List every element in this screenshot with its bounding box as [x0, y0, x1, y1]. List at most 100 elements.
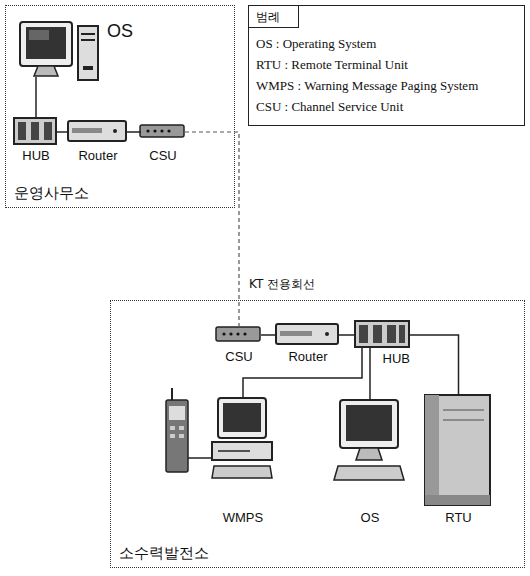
device-label: OS — [107, 21, 133, 42]
hub-icon-part — [31, 122, 39, 140]
pager-icon-part — [170, 426, 175, 430]
device-node: HUB — [356, 322, 410, 348]
device-node: Router — [277, 325, 339, 345]
router-icon-part — [276, 324, 338, 344]
rtu-cabinet — [425, 395, 490, 505]
router-icon-part — [68, 121, 126, 141]
pager-icon-part — [179, 434, 184, 438]
device-label: CSU — [225, 350, 252, 365]
network-link — [339, 334, 356, 336]
csu-icon-part — [167, 129, 170, 132]
network-link — [243, 348, 362, 399]
csu-icon-part — [146, 129, 149, 132]
device-label: Router — [78, 149, 117, 164]
network-link — [127, 131, 141, 133]
hub-icon — [14, 118, 56, 144]
rtu-cabinet-part — [443, 409, 484, 411]
computer-icon-part — [29, 30, 49, 40]
device-node: CSU — [217, 328, 261, 342]
csu-icon-part — [216, 327, 260, 341]
computer-icon-part — [83, 66, 93, 70]
hub-icon-part — [387, 325, 396, 343]
network-link — [57, 131, 69, 133]
computer-icon — [20, 22, 98, 80]
computer-icon-part — [26, 27, 66, 59]
device-node: Router — [69, 122, 127, 142]
pager-icon-part — [166, 400, 188, 472]
rtu-cabinet-part — [425, 395, 490, 505]
hub-icon-part — [18, 122, 26, 140]
device-label: HUB — [383, 352, 410, 367]
hub-icon-part — [373, 325, 382, 343]
computer-icon-part — [78, 26, 98, 80]
hub-icon-part — [14, 118, 56, 144]
computer-icon-part — [81, 33, 95, 35]
network-link — [261, 334, 277, 336]
legend-entry: OS : Operating System — [256, 36, 376, 52]
router-icon — [276, 324, 338, 344]
site-region: 소수력발전소CSURouterHUBWMPSOSRTU — [110, 300, 525, 568]
legend-frame — [249, 6, 525, 126]
network-link — [369, 348, 371, 401]
network-link — [185, 132, 239, 328]
csu-icon — [140, 125, 184, 137]
router-icon-part — [113, 129, 117, 133]
pager-icon-part — [188, 457, 212, 459]
computer-icon — [334, 400, 404, 480]
site-region: 운영사무소OSHUBRouterCSU — [5, 5, 235, 208]
computer-icon-part — [212, 466, 272, 478]
computer-icon — [212, 398, 272, 478]
pager-icon-part — [179, 426, 184, 430]
computer-icon-part — [20, 22, 72, 66]
rtu-cabinet-part — [425, 495, 490, 505]
csu-icon-part — [222, 332, 225, 335]
device-label: WMPS — [223, 511, 263, 526]
computer-icon-part — [340, 400, 398, 448]
link-label: KT 전용회선 — [247, 275, 317, 294]
pager-icon-part — [169, 406, 185, 420]
pager-icon-part — [170, 434, 175, 438]
csu-icon-part — [140, 125, 184, 137]
computer-icon-part — [346, 405, 392, 441]
region-label: 소수력발전소 — [119, 545, 209, 562]
device-label: OS — [361, 511, 380, 526]
device-label: HUB — [22, 149, 49, 164]
legend-entry: CSU : Channel Service Unit — [256, 99, 403, 115]
network-link — [35, 77, 37, 119]
computer-icon-part — [334, 466, 404, 480]
computer-icon-part — [218, 450, 250, 452]
device-node: HUB — [15, 119, 57, 145]
device-label: Router — [288, 350, 327, 365]
pager-icon — [166, 388, 212, 472]
computer-icon-part — [34, 66, 58, 76]
csu-icon-part — [160, 129, 163, 132]
rtu-cabinet-part — [425, 395, 439, 505]
computer-icon-part — [218, 398, 266, 438]
computer-icon-part — [212, 442, 272, 460]
computer-icon-part — [223, 403, 261, 432]
device-node: RTU — [426, 396, 491, 506]
csu-icon-part — [236, 332, 239, 335]
computer-icon-part — [356, 448, 382, 460]
rtu-cabinet-part — [443, 419, 484, 421]
csu-icon — [216, 327, 260, 341]
device-node: WMPS — [213, 399, 273, 479]
hub-icon-part — [359, 325, 368, 343]
legend-entry: WMPS : Warning Message Paging System — [256, 78, 478, 94]
hub-icon-part — [399, 325, 405, 343]
router-icon-part — [72, 128, 102, 133]
device-node: CSU — [141, 126, 185, 138]
device-node: OS — [335, 401, 405, 481]
legend-frame-part — [249, 6, 299, 28]
router-icon — [68, 121, 126, 141]
legend-frame-part — [249, 6, 525, 126]
device-label: CSU — [149, 149, 176, 164]
hub-icon — [355, 321, 409, 347]
device-node: OS — [19, 21, 101, 77]
computer-icon-part — [81, 39, 95, 41]
hub-icon-part — [355, 321, 409, 347]
csu-icon-part — [153, 129, 156, 132]
legend-entry: RTU : Remote Terminal Unit — [256, 57, 408, 73]
region-label: 운영사무소 — [14, 185, 89, 202]
